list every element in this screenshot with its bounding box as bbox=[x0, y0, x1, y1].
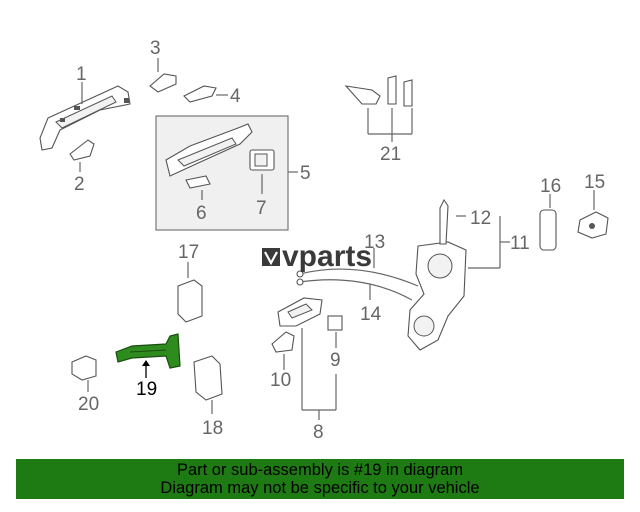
part-15-striker[interactable] bbox=[577, 211, 609, 239]
callout-8: 8 bbox=[313, 422, 324, 443]
vparts-logo: vparts bbox=[262, 240, 372, 273]
part-7-cylinder[interactable] bbox=[249, 149, 275, 171]
callout-17: 17 bbox=[178, 242, 199, 263]
callout-7: 7 bbox=[256, 198, 267, 219]
footer-banner: Part or sub-assembly is #19 in diagram D… bbox=[16, 459, 624, 499]
callout-12: 12 bbox=[470, 208, 491, 229]
part-17-hinge[interactable] bbox=[177, 279, 203, 323]
part-8-inner-handle[interactable] bbox=[277, 297, 323, 327]
callout-4: 4 bbox=[230, 86, 241, 107]
callout-19: 19 bbox=[136, 379, 157, 400]
callout-14: 14 bbox=[360, 304, 382, 325]
callout-10: 10 bbox=[270, 370, 291, 391]
callout-18: 18 bbox=[202, 418, 223, 439]
callout-21: 21 bbox=[380, 144, 401, 165]
arrow-19 bbox=[142, 360, 150, 366]
part-9-clip[interactable] bbox=[327, 315, 343, 331]
part-1-outer-handle-frame[interactable] bbox=[39, 85, 131, 151]
part-18-hinge-lower[interactable] bbox=[193, 355, 223, 401]
part-2-handle-pad[interactable] bbox=[69, 139, 95, 161]
part-13-cable[interactable] bbox=[296, 268, 419, 301]
part-21-lock-rods[interactable] bbox=[344, 75, 413, 107]
footer-line-2: Diagram may not be specific to your vehi… bbox=[160, 479, 480, 497]
callout-1: 1 bbox=[76, 64, 87, 85]
watermark-text: vparts bbox=[282, 240, 372, 273]
part-20-bumper[interactable] bbox=[71, 355, 97, 381]
part-10-bezel[interactable] bbox=[271, 331, 295, 353]
part-5-handle-assembly[interactable] bbox=[165, 123, 253, 177]
callout-13: 13 bbox=[364, 232, 385, 253]
part-19-door-check[interactable] bbox=[115, 333, 181, 369]
footer-line-1: Part or sub-assembly is #19 in diagram bbox=[176, 461, 464, 479]
part-16-cover[interactable] bbox=[539, 209, 557, 251]
callout-16: 16 bbox=[540, 176, 561, 197]
part-3-handle-cap[interactable] bbox=[149, 73, 177, 93]
part-6-pad[interactable] bbox=[185, 175, 211, 189]
callout-5: 5 bbox=[300, 163, 311, 184]
callout-11: 11 bbox=[510, 233, 530, 254]
callout-3: 3 bbox=[150, 38, 161, 59]
callout-9: 9 bbox=[330, 350, 341, 371]
part-4-handle-cover[interactable] bbox=[183, 85, 217, 103]
callout-20: 20 bbox=[78, 394, 99, 415]
parts-diagram: 1 2 3 4 5 6 7 21 bbox=[39, 38, 609, 443]
callout-2: 2 bbox=[74, 174, 85, 195]
part-11-lock-assembly[interactable] bbox=[407, 198, 467, 351]
callout-15: 15 bbox=[584, 172, 605, 193]
callout-6: 6 bbox=[196, 203, 207, 224]
